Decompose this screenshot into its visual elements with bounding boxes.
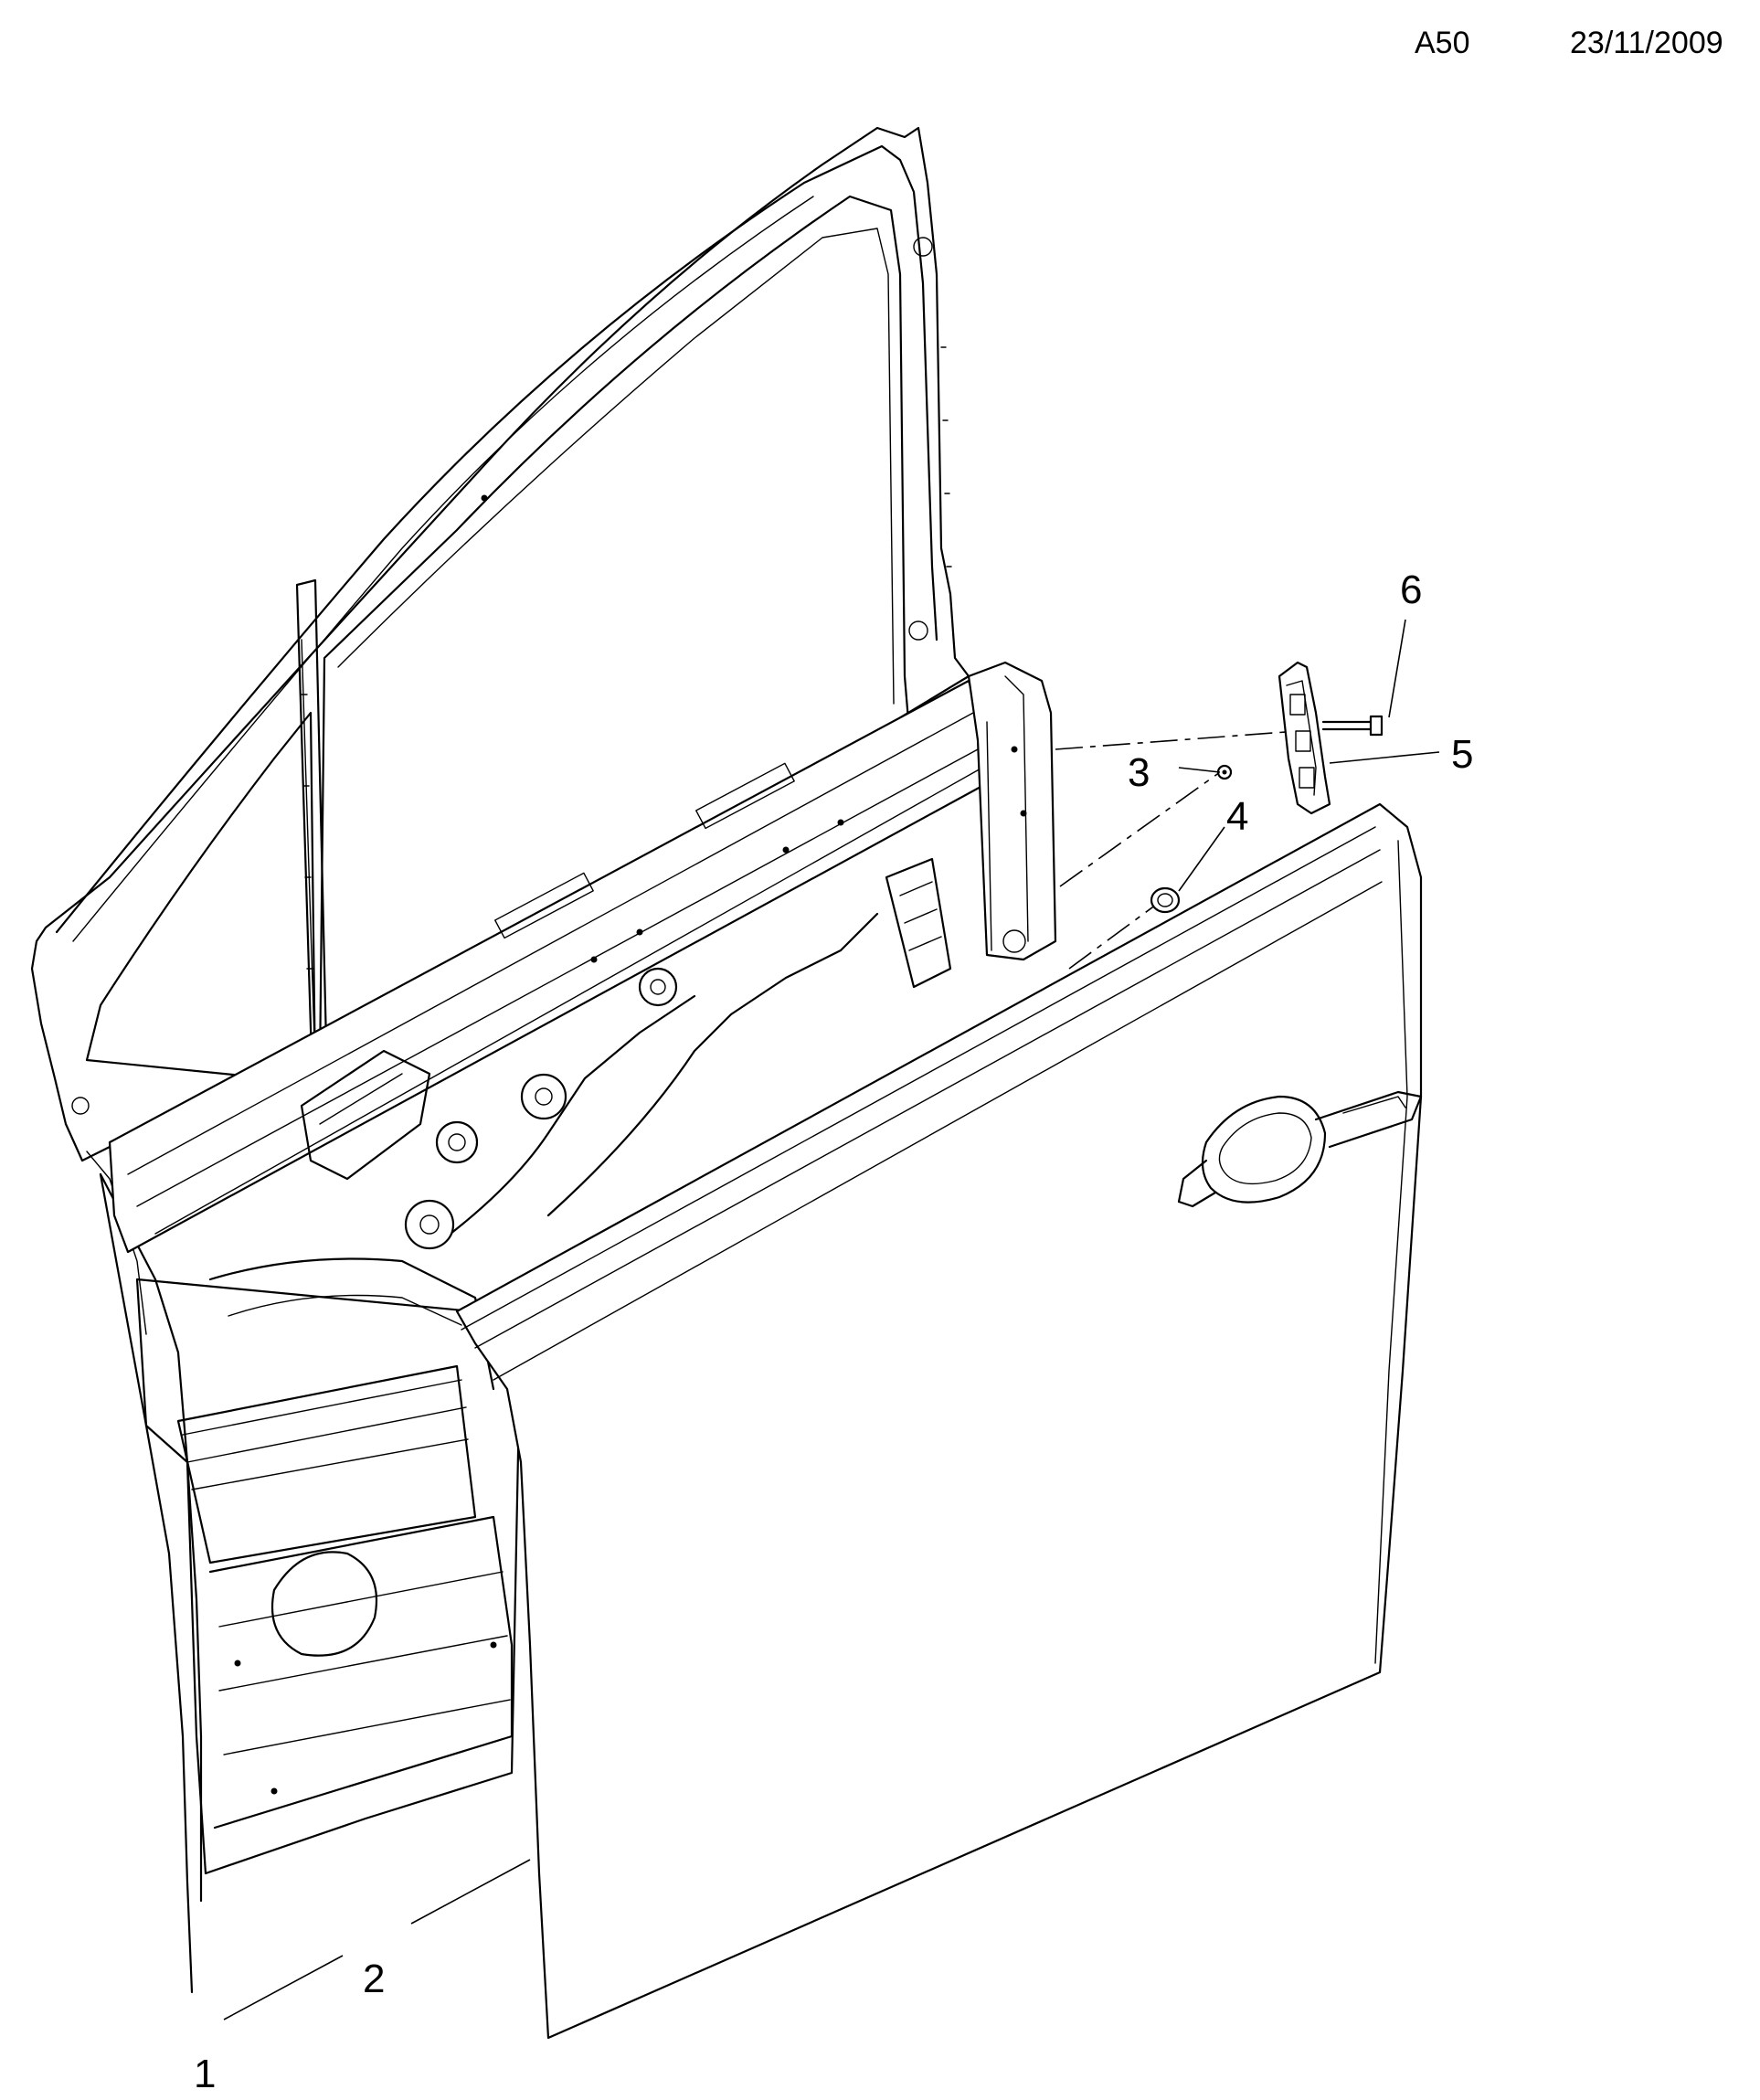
callout-3: 3 [1128, 750, 1150, 795]
part-3-clip [1216, 764, 1233, 780]
diagram-code: A50 [1415, 26, 1470, 60]
callout-2: 2 [363, 1957, 385, 2001]
assembly-lines [1055, 730, 1299, 970]
callout-6: 6 [1400, 567, 1422, 612]
diagram-date: 23/11/2009 [1570, 26, 1723, 60]
part-4-grommet [1150, 886, 1181, 914]
callout-5: 5 [1451, 732, 1473, 777]
door-handle [1177, 1090, 1423, 1208]
leader-lines [223, 619, 1440, 2020]
part-5-trim-bracket [1278, 661, 1331, 815]
callout-1: 1 [194, 2052, 216, 2096]
callout-4: 4 [1226, 794, 1248, 839]
part-6-screw [1321, 715, 1384, 737]
door-outer-panel [455, 802, 1423, 2040]
door-frame-inner-panel [30, 126, 1057, 1994]
